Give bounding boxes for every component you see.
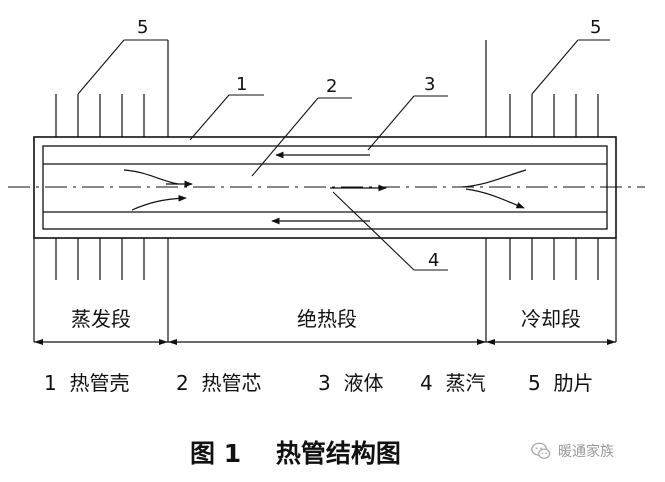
- wechat-logo-icon: [531, 442, 551, 459]
- vapor-curve-lower-left: [131, 194, 187, 211]
- legend-item-shell: 1 热管壳: [44, 371, 129, 395]
- legend-item-vapor: 4 蒸汽: [420, 371, 485, 395]
- left-fins: [55, 40, 169, 342]
- callout-4: 4: [428, 250, 439, 271]
- watermark-text: 暖通家族: [558, 444, 614, 460]
- legend-item-wick: 2 热管芯: [176, 371, 261, 395]
- legend-item-liquid: 3 液体: [318, 371, 383, 395]
- callout-1: 1: [236, 74, 247, 95]
- callout-2: 2: [326, 76, 337, 97]
- watermark: 暖通家族: [530, 440, 614, 462]
- callout-5-left: 5: [137, 17, 148, 38]
- vapor-curve-upper-left: [123, 169, 179, 185]
- leader-lines: [77, 39, 610, 271]
- pipe-shell-outer: [33, 136, 617, 239]
- callout-3: 3: [424, 74, 435, 95]
- section-label-condenser: 冷却段: [521, 307, 581, 331]
- dimension-arrows: [34, 339, 616, 345]
- pipe-shell-inner: [42, 145, 608, 230]
- legend-item-fin: 5 肋片: [528, 371, 593, 395]
- section-label-evaporator: 蒸发段: [71, 307, 131, 331]
- right-fins: [485, 40, 599, 342]
- callout-5-right: 5: [590, 17, 601, 38]
- section-label-adiabatic: 绝热段: [297, 307, 357, 331]
- vapor-curve-upper-right: [461, 169, 527, 188]
- vapor-curve-lower-right: [465, 188, 525, 209]
- figure-caption: 图 1 热管结构图: [190, 439, 401, 468]
